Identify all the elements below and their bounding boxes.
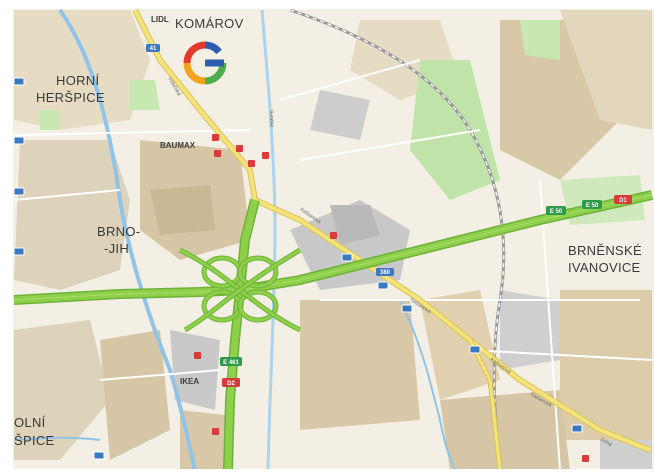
- shield-e50-b: E 50: [582, 200, 602, 209]
- place-label-dolni-herspice: ŠPICE: [14, 433, 55, 448]
- road-shields: E 50 E 50 D1 E 461 D2 41 380: [146, 44, 632, 387]
- shield-380: 380: [376, 268, 394, 276]
- stop-marker: [377, 281, 389, 290]
- shield-e50-a: E 50: [546, 206, 566, 215]
- frame-top: [0, 0, 654, 9]
- minor-roads: [13, 59, 653, 471]
- poi-marker: [214, 150, 221, 157]
- stop-marker: [13, 77, 25, 86]
- place-label-komarov: KOMÁROV: [175, 16, 244, 31]
- poi-label-lidl: LIDL: [151, 15, 169, 24]
- stop-marker: [93, 451, 105, 460]
- svg-text:D2: D2: [227, 381, 235, 387]
- place-label-brnenske-ivanovice: BRNĚNSKÉ: [568, 243, 642, 258]
- place-label-brno-jih: BRNO-: [97, 224, 140, 239]
- stop-marker: [469, 345, 481, 354]
- rivers: [13, 8, 456, 471]
- svg-text:E 461: E 461: [223, 360, 239, 366]
- stop-marker: [571, 424, 583, 433]
- poi-label-ikea: IKEA: [180, 377, 199, 386]
- svg-text:D1: D1: [619, 198, 627, 204]
- stop-marker: [341, 253, 353, 262]
- street-label-svratka: Svratka: [268, 110, 275, 127]
- shield-d2: D2: [222, 378, 240, 387]
- main-roads: [132, 8, 652, 471]
- poi-marker: [212, 134, 219, 141]
- place-label-brno-jih: -JIH: [104, 241, 129, 256]
- street-label-zelna: Zelná: [599, 437, 613, 449]
- svg-text:41: 41: [150, 46, 157, 52]
- poi-marker: [236, 145, 243, 152]
- poi-marker: [248, 160, 255, 167]
- shield-41: 41: [146, 44, 160, 52]
- poi-label-baumax: BAUMAX: [160, 141, 196, 150]
- poi-marker: [582, 455, 589, 462]
- shield-e461: E 461: [220, 357, 242, 366]
- stop-marker: [401, 304, 413, 313]
- poi-marker: [262, 152, 269, 159]
- svg-text:E 50: E 50: [586, 203, 599, 209]
- poi-marker: [194, 352, 201, 359]
- poi-markers: [194, 134, 589, 462]
- green-areas: [40, 20, 645, 225]
- svg-text:E 50: E 50: [550, 209, 563, 215]
- stop-marker: [13, 187, 25, 196]
- poi-labels: LIDL BAUMAX IKEA: [151, 15, 199, 386]
- frame-bottom: [0, 469, 654, 476]
- stop-markers: [13, 77, 583, 460]
- poi-marker: [212, 428, 219, 435]
- frame-left: [0, 0, 13, 476]
- land-use-areas: [14, 10, 652, 470]
- place-label-horni-herspice: HORNÍ: [56, 73, 99, 88]
- railway: [289, 8, 506, 471]
- place-label-brnenske-ivanovice: IVANOVICE: [568, 260, 641, 275]
- place-labels: KOMÁROV HORNÍ HERŠPICE BRNO- -JIH BRNĚNS…: [14, 16, 642, 448]
- stop-marker: [13, 136, 25, 145]
- place-label-dolni-herspice: OLNÍ: [14, 415, 46, 430]
- place-label-horni-herspice: HERŠPICE: [36, 90, 105, 105]
- stop-marker: [13, 247, 25, 256]
- g-logo-icon: [183, 41, 227, 85]
- motorways: [13, 190, 654, 471]
- svg-text:380: 380: [380, 270, 391, 276]
- poi-marker: [330, 232, 337, 239]
- shield-d1: D1: [614, 195, 632, 204]
